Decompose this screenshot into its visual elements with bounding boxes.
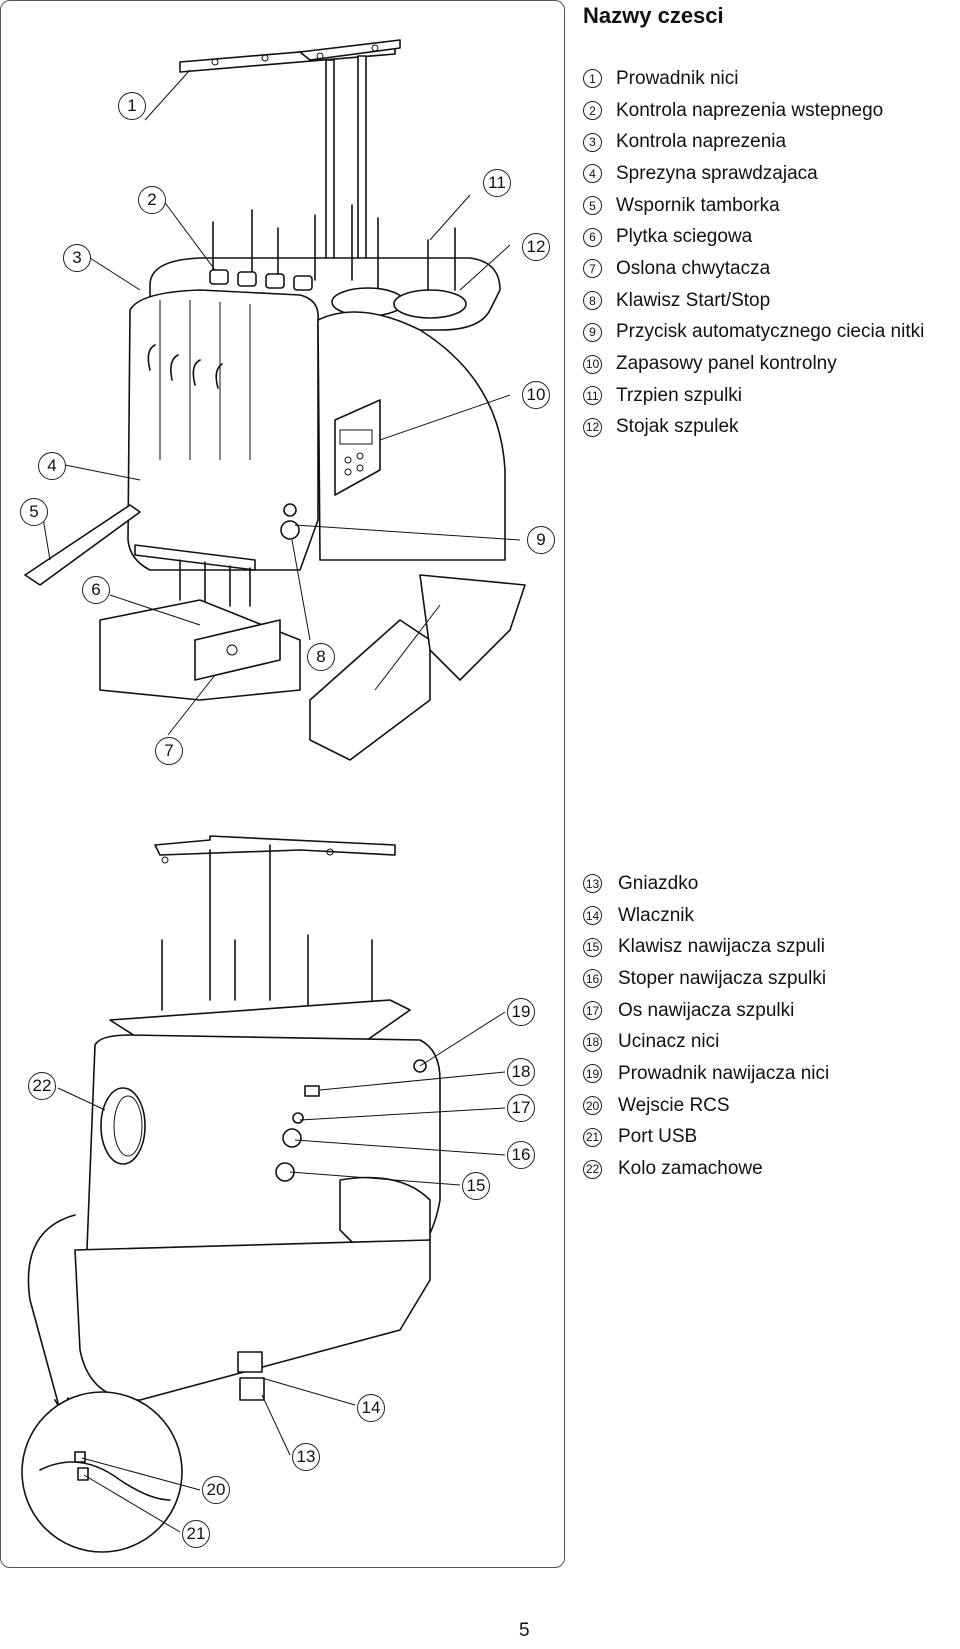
legend-item: 11 Trzpien szpulki <box>583 380 924 412</box>
legend-item: 6 Plytka sciegowa <box>583 221 924 253</box>
legend-label: Kontrola naprezenia <box>616 131 787 153</box>
page-number: 5 <box>519 1620 530 1641</box>
callout-14: 14 <box>357 1394 385 1422</box>
page-title: Nazwy czesci <box>583 3 724 28</box>
legend-number: 7 <box>583 259 602 279</box>
callout-5: 5 <box>20 498 48 526</box>
legend-label: Sprezyna sprawdzajaca <box>616 162 818 184</box>
callout-12: 12 <box>522 233 550 261</box>
legend-label: Wejscie RCS <box>618 1094 730 1116</box>
legend-number: 15 <box>583 937 602 957</box>
legend-label: Plytka sciegowa <box>616 226 753 248</box>
callout-6: 6 <box>82 576 110 604</box>
legend-label: Gniazdko <box>618 872 699 894</box>
legend-number: 4 <box>583 164 602 184</box>
legend-number: 17 <box>583 1001 602 1021</box>
callout-16: 16 <box>507 1141 535 1169</box>
legend-item: 10 Zapasowy panel kontrolny <box>583 348 924 380</box>
legend-item: 22 Kolo zamachowe <box>583 1153 829 1185</box>
legend-label: Ucinacz nici <box>618 1031 720 1053</box>
legend-label: Kolo zamachowe <box>618 1158 763 1180</box>
legend-item: 12 Stojak szpulek <box>583 412 924 444</box>
callout-1: 1 <box>118 92 146 120</box>
legend-number: 14 <box>583 906 602 926</box>
legend-label: Klawisz nawijacza szpuli <box>618 936 825 958</box>
legend-number: 20 <box>583 1096 602 1116</box>
callout-10: 10 <box>522 381 550 409</box>
legend-label: Trzpien szpulki <box>616 384 743 406</box>
callout-19: 19 <box>507 998 535 1026</box>
legend-number: 12 <box>583 417 602 437</box>
legend-label: Os nawijacza szpulki <box>618 999 795 1021</box>
legend-label: Przycisk automatycznego ciecia nitki <box>616 321 925 343</box>
legend-item: 14 Wlacznik <box>583 900 829 932</box>
legend-label: Prowadnik nici <box>616 67 739 89</box>
legend-number: 21 <box>583 1127 602 1147</box>
legend-label: Wlacznik <box>618 904 695 926</box>
parts-legend-bottom: 13 Gniazdko 14 Wlacznik 15 Klawisz nawijacz… <box>583 868 829 1185</box>
legend-label: Kontrola naprezenia wstepnego <box>616 99 884 121</box>
callout-20: 20 <box>202 1476 230 1504</box>
legend-label: Wspornik tamborka <box>616 194 780 216</box>
legend-item: 8 Klawisz Start/Stop <box>583 285 924 317</box>
callout-22: 22 <box>28 1072 56 1100</box>
legend-item: 18 Ucinacz nici <box>583 1026 829 1058</box>
callout-8: 8 <box>307 643 335 671</box>
legend-label: Klawisz Start/Stop <box>616 289 771 311</box>
callout-7: 7 <box>155 737 183 765</box>
legend-item: 17 Os nawijacza szpulki <box>583 995 829 1027</box>
legend-label: Zapasowy panel kontrolny <box>616 353 837 375</box>
legend-label: Prowadnik nawijacza nici <box>618 1062 830 1084</box>
legend-number: 2 <box>583 101 602 121</box>
legend-number: 9 <box>583 322 602 342</box>
callout-9: 9 <box>527 526 555 554</box>
legend-number: 6 <box>583 227 602 247</box>
callout-13: 13 <box>292 1443 320 1471</box>
legend-item: 7 Oslona chwytacza <box>583 253 924 285</box>
legend-item: 13 Gniazdko <box>583 868 829 900</box>
legend-item: 19 Prowadnik nawijacza nici <box>583 1058 829 1090</box>
callout-17: 17 <box>507 1094 535 1122</box>
legend-label: Oslona chwytacza <box>616 257 771 279</box>
legend-number: 22 <box>583 1159 602 1179</box>
callout-18: 18 <box>507 1058 535 1086</box>
callout-11: 11 <box>483 169 511 197</box>
leader-lines <box>41 69 521 1533</box>
rear-view-drawing <box>21 835 441 1553</box>
legend-item: 9 Przycisk automatycznego ciecia nitki <box>583 317 924 349</box>
front-view-drawing <box>24 39 526 761</box>
callout-2: 2 <box>138 186 166 214</box>
legend-item: 1 Prowadnik nici <box>583 63 924 95</box>
callout-3: 3 <box>63 244 91 272</box>
legend-number: 16 <box>583 969 602 989</box>
callout-21: 21 <box>182 1520 210 1548</box>
legend-item: 4 Sprezyna sprawdzajaca <box>583 158 924 190</box>
legend-label: Stoper nawijacza szpulki <box>618 967 827 989</box>
callout-4: 4 <box>38 452 66 480</box>
legend-item: 5 Wspornik tamborka <box>583 190 924 222</box>
legend-number: 19 <box>583 1064 602 1084</box>
legend-item: 20 Wejscie RCS <box>583 1090 829 1122</box>
illustration-frame <box>0 0 565 1568</box>
legend-number: 8 <box>583 291 602 311</box>
legend-number: 1 <box>583 69 602 89</box>
legend-item: 3 Kontrola naprezenia <box>583 126 924 158</box>
legend-item: 2 Kontrola naprezenia wstepnego <box>583 95 924 127</box>
callout-15: 15 <box>462 1172 490 1200</box>
legend-number: 18 <box>583 1032 602 1052</box>
legend-item: 16 Stoper nawijacza szpulki <box>583 963 829 995</box>
legend-number: 3 <box>583 132 602 152</box>
parts-legend-top: 1 Prowadnik nici 2 Kontrola naprezenia wst… <box>583 63 924 443</box>
legend-label: Port USB <box>618 1126 698 1148</box>
legend-number: 11 <box>583 386 602 406</box>
legend-item: 15 Klawisz nawijacza szpuli <box>583 931 829 963</box>
legend-label: Stojak szpulek <box>616 416 739 438</box>
legend-number: 13 <box>583 874 602 894</box>
legend-number: 5 <box>583 196 602 216</box>
legend-number: 10 <box>583 354 602 374</box>
legend-item: 21 Port USB <box>583 1122 829 1154</box>
